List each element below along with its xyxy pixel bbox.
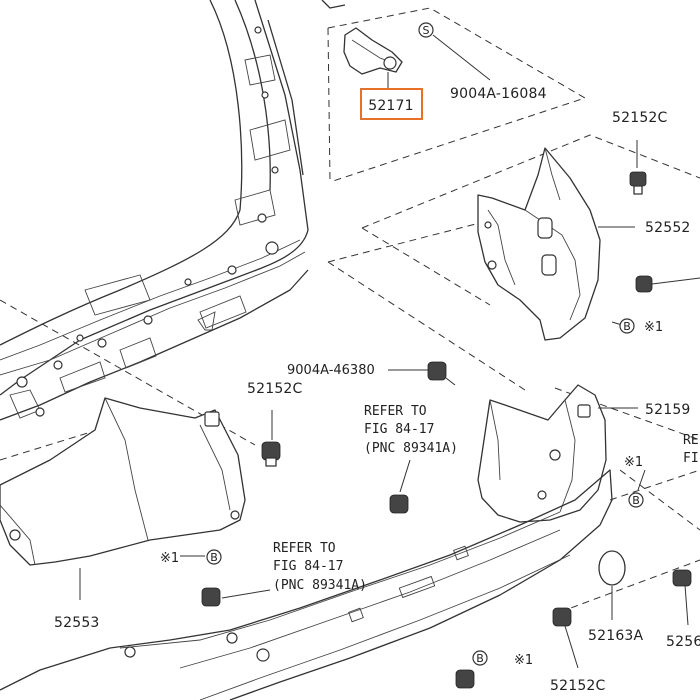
b-marker-right-text: B [623,320,631,333]
side-piece-52159 [477,384,607,523]
symbol-markers: S B B B B [206,22,644,666]
b-marker-mid-right: B [628,492,644,508]
label-9004a-46380: 9004A-46380 [287,363,375,378]
label-52553: 52553 [54,615,100,631]
label-52152c-mid: 52152C [247,381,303,397]
reference-note-low: REFER TO FIG 84-17 (PNC 89341A) [273,541,367,593]
note-x1-bottom: ※1 [514,653,533,668]
note-x1-right: ※1 [644,320,663,335]
rear-body-panel [0,0,309,421]
refer-mid-line1: REFER TO [364,404,427,419]
refer-low-line1: REFER TO [273,541,336,556]
note-markers: ※1 ※1 ※1 ※1 [160,320,663,668]
highlight-box-52171 [360,88,423,120]
note-x1-left: ※1 [160,551,179,566]
label-52159: 52159 [645,402,691,418]
label-52171: 52171 [368,98,414,114]
side-piece-52552 [477,147,601,341]
b-marker-left: B [206,549,222,565]
label-52552: 52552 [645,220,691,236]
refer-low-line3: (PNC 89341A) [273,578,367,593]
b-marker-right: B [619,318,635,334]
refer-low-line2: FIG 84-17 [273,559,343,574]
leader-lines [79,34,689,669]
refer-mid-line2: FIG 84-17 [364,422,434,437]
label-52163a: 52163A [588,628,644,644]
label-52152c-bottom: 52152C [550,678,606,694]
b-marker-bottom-text: B [476,652,484,665]
part-labels: 52171 9004A-16084 52152C 52552 9004A-463… [54,86,700,694]
reference-note-right-partial: RE FI [683,433,699,466]
refer-right-line2: FI [683,451,699,466]
note-x1-mid-right: ※1 [624,455,643,470]
label-5256-partial: 5256 [666,634,700,650]
label-52152c-top: 52152C [612,110,668,126]
fasteners [201,56,700,689]
refer-mid-line3: (PNC 89341A) [364,441,458,456]
s-marker-text: S [423,24,430,37]
label-9004a-16084: 9004A-16084 [450,86,547,102]
refer-right-line1: RE [683,433,699,448]
rear-bumper-cover [0,469,613,700]
b-marker-left-text: B [210,551,218,564]
b-marker-mid-right-text: B [632,494,640,507]
side-piece-52553 [0,397,246,566]
b-marker-bottom: B [472,650,488,666]
s-marker: S [418,22,434,38]
reference-note-mid: REFER TO FIG 84-17 (PNC 89341A) [364,404,458,456]
